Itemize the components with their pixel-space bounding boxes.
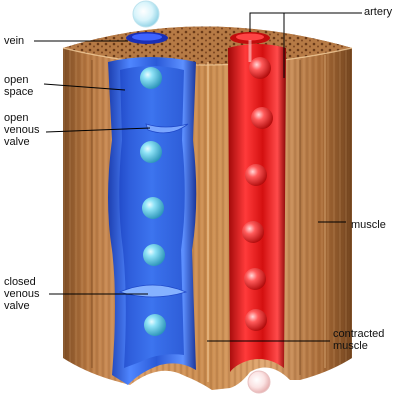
blood-cells-vein xyxy=(132,0,166,336)
artery xyxy=(228,32,286,372)
open-valve-leader xyxy=(45,127,151,133)
muscle-label: muscle xyxy=(351,219,386,231)
vein-label: vein xyxy=(4,35,25,47)
artery-leader xyxy=(249,12,362,32)
artery-label: artery xyxy=(364,6,393,18)
open-space-leader xyxy=(43,83,126,91)
blood-cells-artery xyxy=(242,57,273,394)
leader-lines xyxy=(34,12,362,342)
muscle-block xyxy=(62,26,353,390)
open-valve xyxy=(145,123,189,134)
